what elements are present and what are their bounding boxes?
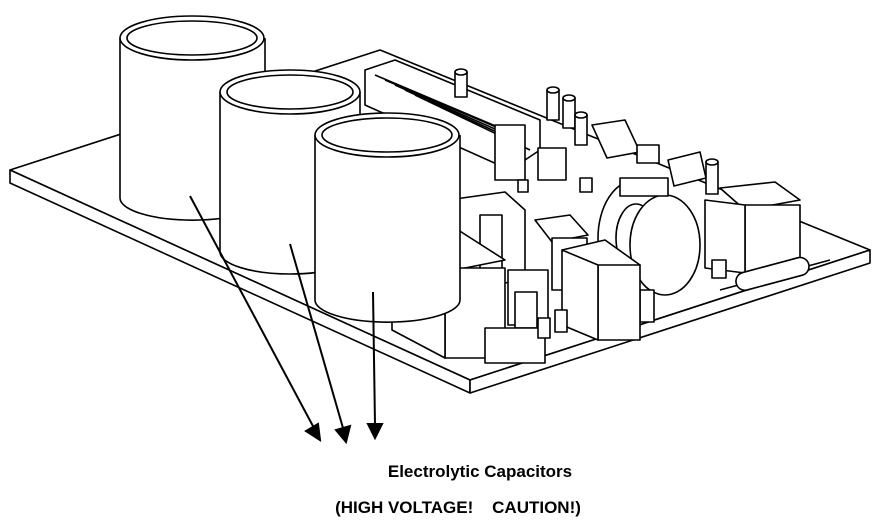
rear-components — [517, 86, 719, 195]
arrow-3 — [372, 291, 376, 426]
pointer-arrows — [189, 195, 384, 445]
heat-sink — [364, 59, 541, 181]
arrow-2 — [289, 243, 344, 429]
relays — [704, 181, 831, 292]
caption-warning: (HIGH VOLTAGE! CAUTION!) — [335, 498, 581, 517]
caption-title: Electrolytic Capacitors — [387, 462, 573, 481]
arrow-1 — [189, 195, 315, 429]
electrolytic-capacitor-3 — [314, 112, 461, 323]
